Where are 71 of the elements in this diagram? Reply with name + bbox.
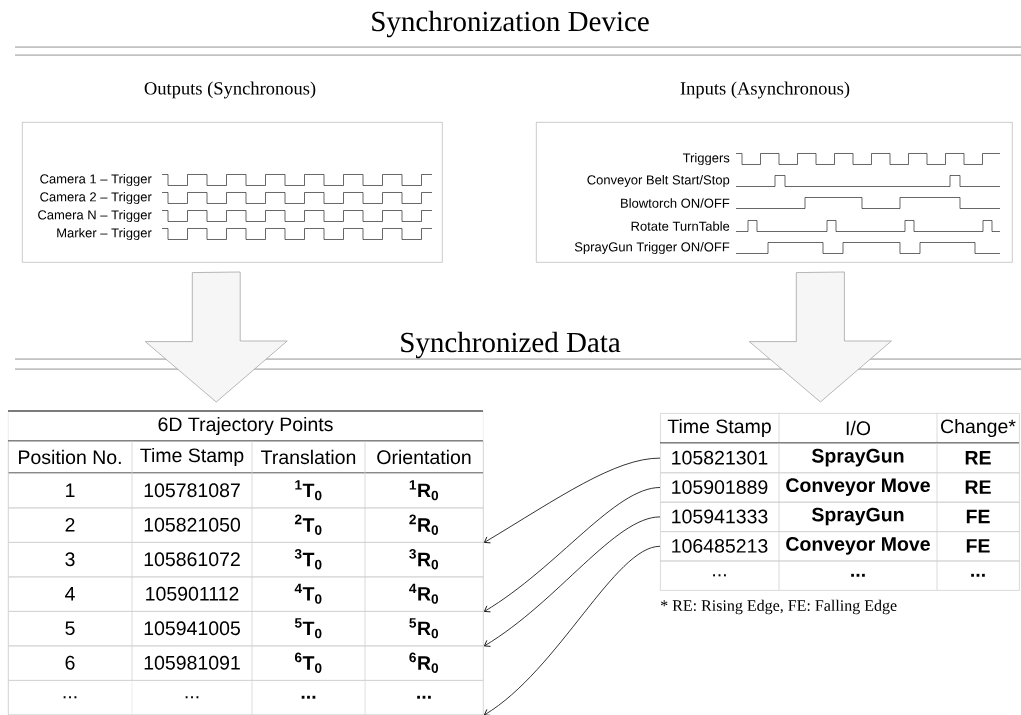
table-cell: ...	[713, 574, 726, 577]
title: Synchronization Device	[372, 10, 649, 38]
table-cell: 105861072	[144, 552, 240, 567]
block-arrow	[748, 271, 892, 403]
table-cell: I/O	[846, 420, 871, 436]
table-cell: FE	[966, 509, 990, 524]
table-cell: $^{2}$T$_{0}$	[294, 514, 322, 535]
table-cell: 1	[66, 483, 75, 497]
table-cell: $^{3}$T$_{0}$	[294, 549, 322, 570]
table-cell: 105941333	[672, 509, 768, 524]
table-cell: SprayGun	[811, 448, 904, 467]
arrow	[484, 516, 661, 647]
table-cell: $^{2}$R$_{0}$	[409, 514, 439, 535]
table-cell: ...	[417, 695, 431, 699]
table-cell: Position No.	[19, 449, 121, 465]
table-cell: $^{4}$T$_{0}$	[294, 583, 322, 604]
table-cell: RE	[965, 451, 991, 465]
table-cell: 105901112	[146, 586, 239, 601]
table-cell: Time Stamp	[667, 418, 771, 438]
table-cell: ...	[185, 696, 199, 699]
table-cell: ...	[851, 573, 865, 577]
footnote: * RE: Rising Edge, FE: Falling Edge	[661, 599, 897, 615]
signal-label: Camera N – Trigger	[38, 209, 152, 223]
table-cell: 3	[65, 552, 75, 567]
signal-label: Marker – Trigger	[57, 227, 152, 241]
table-cell: $^{5}$R$_{0}$	[409, 618, 439, 639]
arrow	[484, 457, 661, 544]
table-cell: 2	[65, 517, 75, 532]
table-cell: Orientation	[377, 449, 471, 465]
table-cell: 105821050	[144, 517, 240, 532]
block-arrow	[144, 271, 288, 403]
signal-label: Triggers	[682, 152, 730, 166]
signal-label: Camera 1 – Trigger	[40, 173, 152, 187]
table-cell: Translation	[261, 449, 356, 465]
table-cell: 105781087	[144, 483, 240, 498]
signal-label: Conveyor Belt Start/Stop	[587, 174, 730, 188]
table-cell: $^{1}$T$_{0}$	[295, 480, 322, 501]
table-cell: SprayGun	[811, 507, 904, 526]
signal-label: SprayGun Trigger ON/OFF	[574, 241, 730, 255]
arrow	[484, 487, 661, 613]
table-cell: ...	[971, 573, 985, 577]
table-cell: $^{3}$R$_{0}$	[409, 549, 439, 570]
arrow	[484, 545, 661, 715]
table-cell: FE	[966, 539, 990, 553]
table-cell: $^{6}$R$_{0}$	[409, 652, 439, 673]
table-cell: 105901889	[672, 480, 768, 494]
panel-heading: Outputs (Synchronous)	[144, 81, 316, 99]
table-cell: 106485213	[672, 539, 768, 553]
table-cell: $^{4}$R$_{0}$	[409, 583, 439, 604]
table-cell: Conveyor Move	[786, 478, 930, 496]
table-cell: 5	[65, 621, 75, 636]
table-title: 6D Trajectory Points	[158, 416, 333, 436]
table-cell: RE	[965, 480, 991, 494]
table-cell: $^{6}$T$_{0}$	[294, 652, 322, 673]
table-cell: Time Stamp	[140, 447, 244, 467]
signal-label: Rotate TurnTable	[631, 221, 730, 231]
panel-heading: Inputs (Asynchronous)	[680, 81, 850, 99]
table-cell: ...	[301, 695, 316, 699]
section-heading: Synchronized Data	[401, 331, 621, 359]
table-cell: 105821301	[672, 450, 768, 465]
table-cell: Change*	[941, 418, 1016, 438]
table-cell: $^{5}$T$_{0}$	[294, 618, 322, 639]
table-cell: ...	[63, 696, 77, 699]
table-cell: 105981091	[144, 655, 240, 670]
signal-label: Blowtorch ON/OFF	[621, 198, 730, 208]
table-cell: 105941005	[144, 621, 240, 636]
table-cell: Conveyor Move	[786, 537, 930, 555]
table-cell: 6	[65, 655, 75, 670]
table-cell: $^{1}$R$_{0}$	[409, 480, 439, 501]
signal-label: Camera 2 – Trigger	[40, 191, 152, 205]
table-cell: 4	[65, 587, 75, 601]
